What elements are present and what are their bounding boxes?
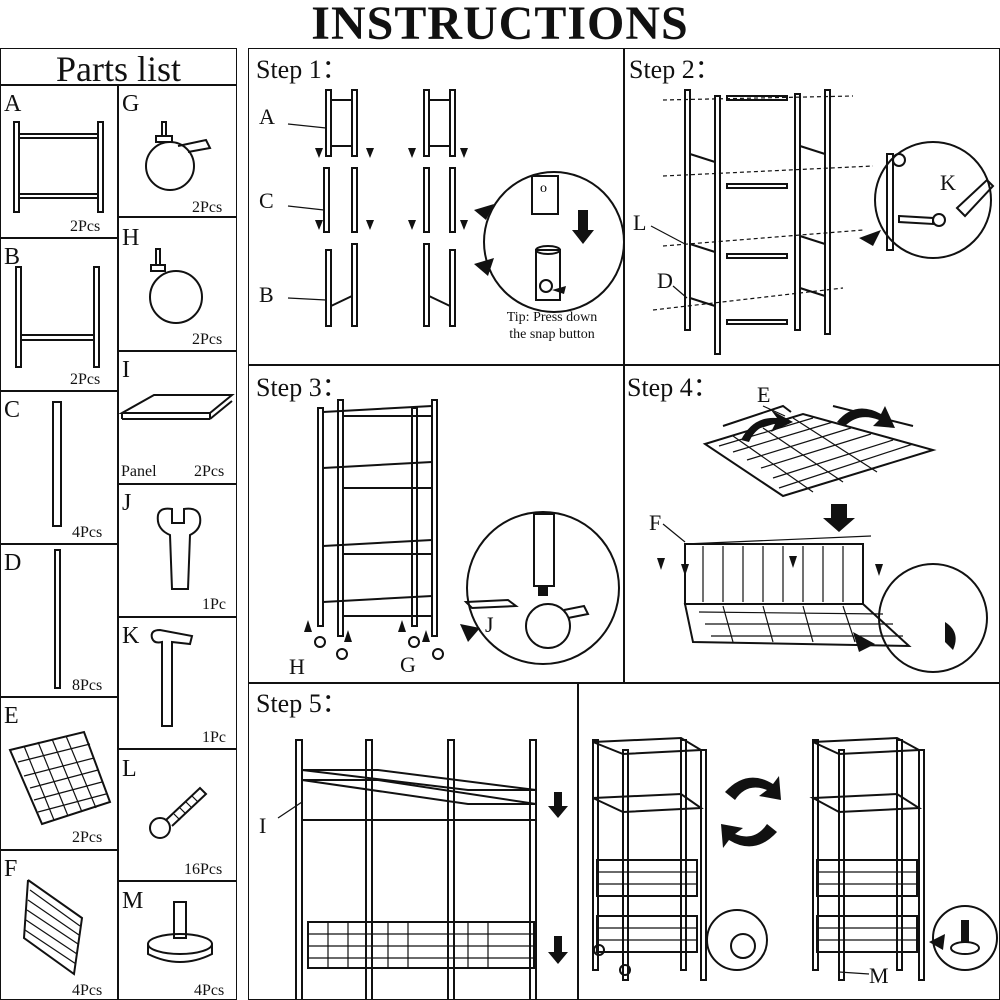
step-2-diagram bbox=[650, 89, 995, 355]
row-divider bbox=[0, 696, 118, 698]
step-1-label: Step 1： bbox=[256, 55, 348, 84]
step-1-tip-line-1: Tip: Press down bbox=[506, 310, 598, 325]
part-l-qty: 16Pcs bbox=[184, 861, 223, 878]
part-c-letter: C bbox=[4, 397, 21, 423]
wire-basket-bottom-icon bbox=[8, 730, 112, 826]
callout-l: L bbox=[633, 210, 647, 235]
row-divider bbox=[117, 483, 237, 485]
callout-d: D bbox=[657, 268, 673, 293]
part-h-qty: 2Pcs bbox=[192, 331, 223, 348]
callout-a: A bbox=[259, 104, 275, 129]
step-1-tip: Tip: Press down the snap button bbox=[492, 309, 612, 343]
shelf-panel-icon bbox=[118, 394, 235, 420]
connector-rod-icon bbox=[52, 401, 62, 527]
wire-side-panel-icon bbox=[22, 879, 84, 976]
part-g-qty: 2Pcs bbox=[192, 199, 223, 216]
callout-j: J bbox=[485, 612, 494, 637]
callout-f: F bbox=[649, 510, 662, 535]
part-f-qty: 4Pcs bbox=[72, 982, 103, 999]
row-divider bbox=[117, 616, 237, 618]
part-f-letter: F bbox=[4, 856, 18, 882]
part-j-letter: J bbox=[122, 490, 132, 516]
part-i-letter: I bbox=[122, 357, 130, 383]
part-k-letter: K bbox=[122, 623, 140, 649]
row-divider bbox=[0, 237, 118, 239]
bolt-icon bbox=[149, 786, 208, 839]
row-divider bbox=[117, 748, 237, 750]
callout-m: M bbox=[869, 963, 889, 988]
row-divider bbox=[117, 350, 237, 352]
tube-icon bbox=[54, 549, 61, 689]
part-l-letter: L bbox=[122, 756, 137, 782]
part-h-letter: H bbox=[122, 225, 140, 251]
svg-text:o: o bbox=[540, 181, 547, 196]
part-g-letter: G bbox=[122, 91, 140, 117]
step-1-tip-line-2: the snap button bbox=[509, 327, 595, 342]
part-e-letter: E bbox=[4, 703, 19, 729]
locking-caster-icon bbox=[145, 121, 212, 191]
row-divider bbox=[117, 216, 237, 218]
callout-b: B bbox=[259, 282, 274, 307]
step-5-result-diagram bbox=[592, 736, 998, 981]
part-a-letter: A bbox=[4, 91, 22, 117]
callout-h: H bbox=[289, 654, 305, 679]
frame-b-icon bbox=[15, 266, 100, 368]
callout-c: C bbox=[259, 188, 274, 213]
step-3-label: Step 3： bbox=[256, 373, 348, 402]
callout-e: E bbox=[757, 382, 771, 407]
frame-a-icon bbox=[13, 121, 104, 213]
part-b-letter: B bbox=[4, 244, 21, 270]
parts-list-column-divider bbox=[117, 84, 119, 1000]
callout-g: G bbox=[400, 652, 416, 677]
step-5-label: Step 5： bbox=[256, 689, 348, 718]
step-5-detail-diagram bbox=[277, 739, 568, 1000]
part-m-letter: M bbox=[122, 888, 144, 914]
callout-k: K bbox=[940, 170, 956, 195]
step-4-diagram bbox=[657, 404, 988, 673]
row-divider bbox=[0, 543, 118, 545]
part-j-qty: 1Pc bbox=[202, 596, 226, 613]
part-b-qty: 2Pcs bbox=[70, 371, 101, 388]
step-4-label: Step 4： bbox=[627, 373, 719, 402]
page-title: INSTRUCTIONS bbox=[311, 0, 689, 50]
step-1-diagram: o bbox=[287, 89, 625, 327]
leveling-foot-icon bbox=[147, 901, 213, 963]
caster-icon bbox=[149, 248, 203, 324]
part-c-qty: 4Pcs bbox=[72, 524, 103, 541]
step-2-label: Step 2： bbox=[629, 55, 721, 84]
row-divider bbox=[0, 849, 118, 851]
part-d-letter: D bbox=[4, 550, 22, 576]
row-divider bbox=[117, 880, 237, 882]
callout-i: I bbox=[259, 813, 267, 838]
part-i-qty: 2Pcs bbox=[194, 463, 225, 480]
part-i-name: Panel bbox=[121, 463, 157, 480]
part-a-qty: 2Pcs bbox=[70, 218, 101, 235]
row-divider bbox=[0, 390, 118, 392]
part-e-qty: 2Pcs bbox=[72, 829, 103, 846]
hex-key-icon bbox=[150, 628, 194, 727]
grid-line bbox=[623, 48, 625, 682]
parts-list-heading: Parts list bbox=[55, 49, 181, 89]
grid-line bbox=[248, 682, 1000, 684]
part-d-qty: 8Pcs bbox=[72, 677, 103, 694]
step-3-diagram bbox=[304, 399, 620, 665]
part-m-qty: 4Pcs bbox=[194, 982, 225, 999]
part-k-qty: 1Pc bbox=[202, 729, 226, 746]
wrench-icon bbox=[156, 507, 202, 590]
